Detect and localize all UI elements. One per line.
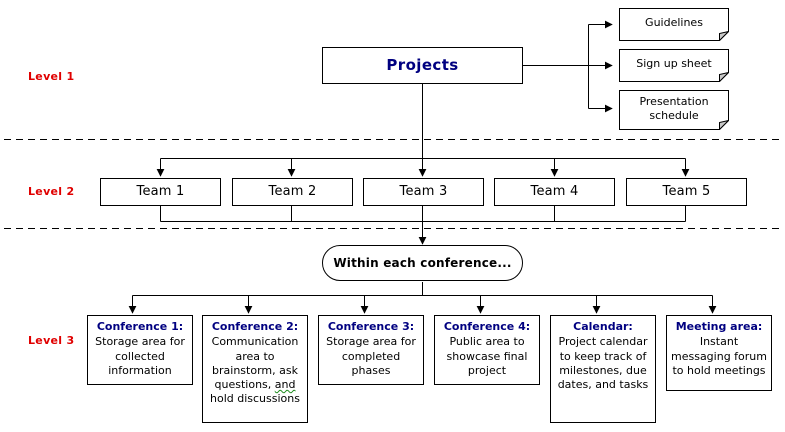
node-team-4[interactable]: Team 4 (494, 178, 615, 206)
node-within-each-conference-label: Within each conference... (333, 256, 512, 270)
level-label-2: Level 2 (28, 185, 75, 198)
card-conference-2-title: Conference 2: (211, 320, 299, 333)
card-meeting-area-body: Instant messaging forum to hold meetings (671, 335, 767, 377)
card-conference-2-body: Communication area to brainstorm, ask qu… (205, 335, 305, 406)
node-within-each-conference[interactable]: Within each conference... (322, 245, 523, 281)
card-conference-4[interactable]: Conference 4: Public area to showcase fi… (434, 315, 540, 385)
doc-node-sign-up-sheet-label: Sign up sheet (636, 57, 712, 71)
doc-node-sign-up-sheet[interactable]: Sign up sheet (619, 49, 729, 82)
card-conference-3-body: Storage area for completed phases (326, 335, 416, 377)
doc-node-presentation-schedule[interactable]: Presentation schedule (619, 90, 729, 130)
document-shape-icon (619, 49, 729, 82)
node-team-3[interactable]: Team 3 (363, 178, 484, 206)
card-conference-4-body: Public area to showcase final project (446, 335, 528, 377)
document-shape-icon (619, 8, 729, 41)
card-meeting-area-title: Meeting area: (675, 320, 763, 333)
node-team-2[interactable]: Team 2 (232, 178, 353, 206)
card-conference-1-title: Conference 1: (96, 320, 184, 333)
card-calendar-body: Project calendar to keep track of milest… (557, 335, 649, 392)
card-conference-1[interactable]: Conference 1: Storage area for collected… (87, 315, 193, 385)
node-projects-label: Projects (386, 55, 459, 74)
node-projects[interactable]: Projects (322, 47, 523, 84)
node-team-3-label: Team 3 (399, 184, 448, 200)
node-team-1-label: Team 1 (136, 184, 185, 200)
doc-node-guidelines[interactable]: Guidelines (619, 8, 729, 41)
node-team-4-label: Team 4 (530, 184, 579, 200)
card-conference-4-title: Conference 4: (443, 320, 531, 333)
level-label-3: Level 3 (28, 334, 75, 347)
card-calendar-title: Calendar: (573, 320, 633, 333)
node-team-5-label: Team 5 (662, 184, 711, 200)
card-conference-1-body: Storage area for collected information (95, 335, 185, 377)
card-conference-3-title: Conference 3: (327, 320, 415, 333)
node-team-1[interactable]: Team 1 (100, 178, 221, 206)
card-calendar[interactable]: Calendar: Project calendar to keep track… (550, 315, 656, 423)
node-team-5[interactable]: Team 5 (626, 178, 747, 206)
node-team-2-label: Team 2 (268, 184, 317, 200)
doc-node-guidelines-label: Guidelines (645, 16, 703, 30)
card-conference-3[interactable]: Conference 3: Storage area for completed… (318, 315, 424, 385)
card-conference-2[interactable]: Conference 2: Communication area to brai… (202, 315, 308, 423)
card-meeting-area[interactable]: Meeting area: Instant messaging forum to… (666, 315, 772, 391)
doc-node-presentation-schedule-label: Presentation schedule (639, 95, 709, 122)
document-shape-icon (619, 90, 729, 130)
level-label-1: Level 1 (28, 70, 75, 83)
card-conference-2-body-pre: Communication area to brainstorm, ask qu… (211, 335, 299, 392)
card-conference-2-body-post: hold discussions (210, 392, 300, 406)
card-conference-2-body-flagged: and (274, 378, 296, 392)
